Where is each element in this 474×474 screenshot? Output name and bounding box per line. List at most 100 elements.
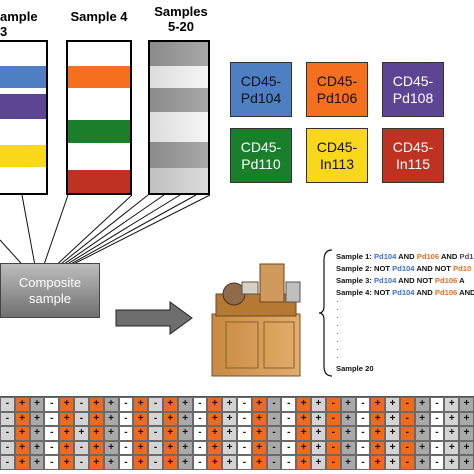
barcode-cell: - xyxy=(429,411,445,427)
barcode-cell: - xyxy=(266,455,282,470)
barcode-cell: + xyxy=(177,397,193,412)
barcode-cell: + xyxy=(207,455,223,470)
barcode-cell: + xyxy=(222,440,237,456)
barcode-cell: - xyxy=(237,440,252,456)
barcode-cell: - xyxy=(118,440,134,456)
barcode-cell: + xyxy=(103,397,119,412)
barcode-cell: - xyxy=(44,426,60,441)
barcode-token: Pd106 xyxy=(434,276,458,285)
barcode-cell: + xyxy=(340,426,356,441)
barcode-cell: - xyxy=(355,411,371,427)
barcode-cell: + xyxy=(370,426,386,441)
barcode-cell: - xyxy=(281,411,297,427)
sample-20-label: Sample 20 xyxy=(336,364,374,373)
barcode-cell: + xyxy=(14,455,30,470)
barcode-cell: + xyxy=(59,397,75,412)
tile-cd45--pd110: CD45- Pd110 xyxy=(230,128,292,183)
barcode-cell: - xyxy=(0,411,15,427)
header-sample-4: Sample 4 xyxy=(70,9,128,24)
barcode-cell: + xyxy=(370,455,386,470)
barcode-cell: + xyxy=(296,397,312,412)
barcode-token: Pd1 xyxy=(459,252,474,261)
barcode-cell: - xyxy=(148,426,163,441)
barcode-cell: + xyxy=(177,455,193,470)
barcode-cell: + xyxy=(414,440,430,456)
sample-3-column xyxy=(0,40,48,195)
barcode-cell: + xyxy=(133,426,149,441)
barcode-cell: + xyxy=(59,440,75,456)
barcode-cell: + xyxy=(177,440,193,456)
stripe-pd108 xyxy=(0,94,46,119)
barcode-cell: - xyxy=(237,411,252,427)
barcode-cell: + xyxy=(251,455,267,470)
barcode-cell: + xyxy=(414,455,430,470)
barcode-cell: - xyxy=(0,455,15,470)
barcode-cell: + xyxy=(385,440,400,456)
barcode-cell: - xyxy=(192,440,208,456)
barcode-cell: - xyxy=(148,440,163,456)
tile-cd45--pd106: CD45- Pd106 xyxy=(306,62,368,117)
barcode-cell: + xyxy=(444,426,460,441)
barcode-cell: - xyxy=(118,411,134,427)
barcode-cell: - xyxy=(118,426,134,441)
barcode-cell: + xyxy=(459,440,474,456)
list-text: Sample 2: NOT xyxy=(336,264,393,273)
barcode-cell: + xyxy=(59,411,75,427)
barcode-cell: + xyxy=(103,455,119,470)
barcode-cell: - xyxy=(0,397,15,412)
barcode-cell: - xyxy=(237,397,252,412)
sample-list-item: Sample 1: Pd104 AND Pd106 AND Pd1 xyxy=(336,252,473,261)
samples-5-20-column xyxy=(148,40,210,195)
stripe-gray-1 xyxy=(150,42,208,66)
barcode-cell: - xyxy=(74,397,89,412)
barcode-cell: + xyxy=(177,411,193,427)
barcode-cell: - xyxy=(74,455,89,470)
barcode-cell: + xyxy=(311,455,326,470)
barcode-cell: - xyxy=(44,440,60,456)
barcode-cell: - xyxy=(148,397,163,412)
stripe-in115 xyxy=(68,170,130,193)
barcode-cell: + xyxy=(251,397,267,412)
barcode-cell: + xyxy=(162,440,178,456)
barcode-cell: - xyxy=(0,426,15,441)
barcode-cell: - xyxy=(192,397,208,412)
barcode-cell: - xyxy=(325,411,341,427)
barcode-cell: - xyxy=(281,455,297,470)
barcode-cell: + xyxy=(385,426,400,441)
barcode-cell: + xyxy=(414,411,430,427)
barcode-grid: -++-+-++-+-++-++-+--++-+-++-+-++-++-+-++… xyxy=(0,396,474,470)
stripe-gray-2 xyxy=(150,88,208,112)
list-text: AND xyxy=(457,288,474,297)
barcode-cell: + xyxy=(340,440,356,456)
barcode-cell: + xyxy=(459,455,474,470)
sample-list-item: Sample 2: NOT Pd104 AND NOT Pd10 xyxy=(336,264,471,273)
barcode-cell: + xyxy=(14,411,30,427)
barcode-cell: + xyxy=(444,411,460,427)
barcode-token: Pd10 xyxy=(453,264,472,273)
barcode-cell: + xyxy=(414,397,430,412)
stripe-pd104 xyxy=(0,66,46,88)
barcode-cell: + xyxy=(251,440,267,456)
barcode-cell: + xyxy=(103,411,119,427)
barcode-cell: - xyxy=(355,397,371,412)
barcode-cell: + xyxy=(370,411,386,427)
list-text: Sample 3: xyxy=(336,276,374,285)
barcode-cell: + xyxy=(59,455,75,470)
barcode-cell: + xyxy=(251,426,267,441)
barcode-cell: + xyxy=(177,426,193,441)
barcode-cell: + xyxy=(311,411,326,427)
barcode-cell: + xyxy=(340,455,356,470)
barcode-cell: + xyxy=(414,426,430,441)
list-text: AND xyxy=(396,252,417,261)
barcode-cell: - xyxy=(429,397,445,412)
barcode-cell: + xyxy=(133,440,149,456)
barcode-cell: + xyxy=(311,426,326,441)
barcode-cell: + xyxy=(103,426,119,441)
barcode-cell: + xyxy=(74,426,89,441)
barcode-cell: + xyxy=(296,455,312,470)
barcode-cell: - xyxy=(355,440,371,456)
barcode-cell: + xyxy=(444,455,460,470)
barcode-cell: - xyxy=(0,440,15,456)
barcode-cell: + xyxy=(222,397,237,412)
bracket xyxy=(318,249,333,377)
